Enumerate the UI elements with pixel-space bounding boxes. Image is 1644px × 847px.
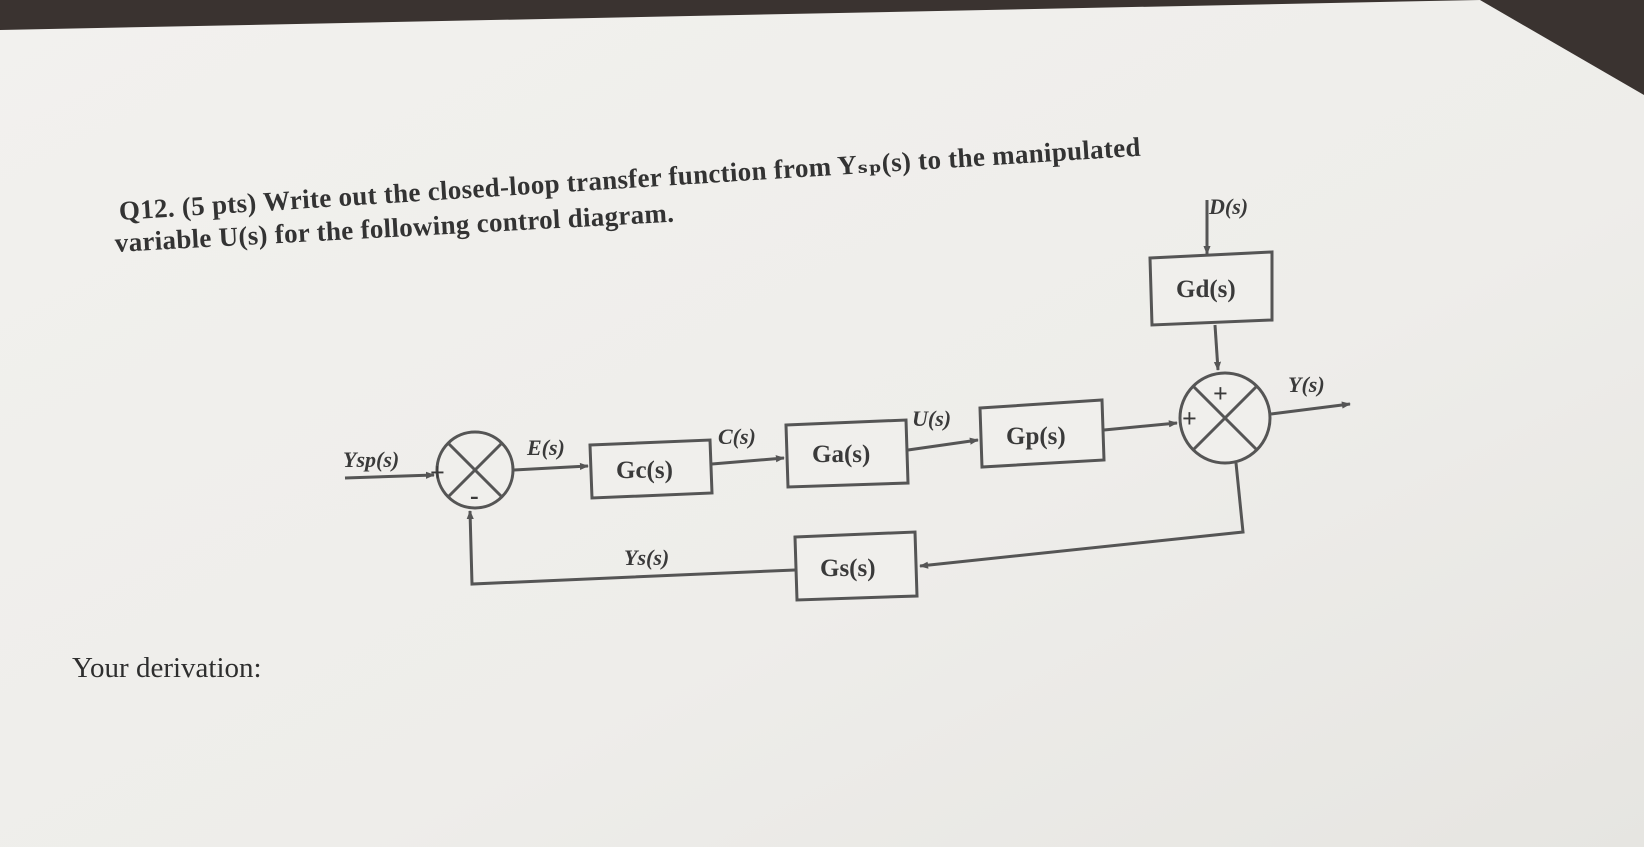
signal-u-label: U(s)	[912, 406, 951, 431]
sum2-plus-left-sign: +	[1182, 404, 1197, 433]
arrow-gs-to-sum1	[466, 510, 796, 586]
block-gp-label: Gp(s)	[1006, 423, 1066, 450]
signal-ys-label: Ys(s)	[624, 545, 669, 570]
block-gp	[978, 398, 1106, 469]
arrow-gc-to-ga	[711, 455, 785, 466]
sum1-plus-sign: +	[430, 458, 445, 487]
summing-junction-1	[435, 430, 515, 510]
signal-ysp-label: Ysp(s)	[343, 447, 399, 472]
block-gd-label: Gd(s)	[1176, 276, 1236, 303]
answer-prompt: Your derivation:	[72, 652, 262, 684]
block-gd	[1148, 250, 1274, 327]
block-ga	[784, 418, 910, 489]
sum1-minus-sign: -	[470, 481, 479, 510]
arrow-ga-to-gp	[907, 437, 979, 452]
block-diagram	[344, 200, 1351, 602]
signal-d-label: D(s)	[1208, 194, 1248, 219]
arrow-sum1-to-gc	[513, 462, 589, 472]
signal-e-label: E(s)	[526, 435, 565, 460]
arrow-gd-to-sum2	[1213, 324, 1222, 371]
signal-y-label: Y(s)	[1288, 372, 1325, 397]
block-gs	[793, 530, 919, 602]
arrow-gp-to-sum2	[1103, 420, 1178, 432]
signal-c-label: C(s)	[718, 424, 756, 449]
arrow-ysp-to-sum1	[344, 471, 435, 480]
block-gc-label: Gc(s)	[616, 457, 673, 484]
arrow-sum2-to-gs	[919, 462, 1245, 569]
block-gc	[588, 438, 714, 500]
summing-junction-2	[1178, 371, 1272, 465]
block-ga-label: Ga(s)	[812, 441, 870, 468]
arrow-sum2-to-y	[1270, 401, 1351, 416]
sum2-plus-top-sign: +	[1213, 379, 1228, 408]
block-gs-label: Gs(s)	[820, 555, 876, 582]
